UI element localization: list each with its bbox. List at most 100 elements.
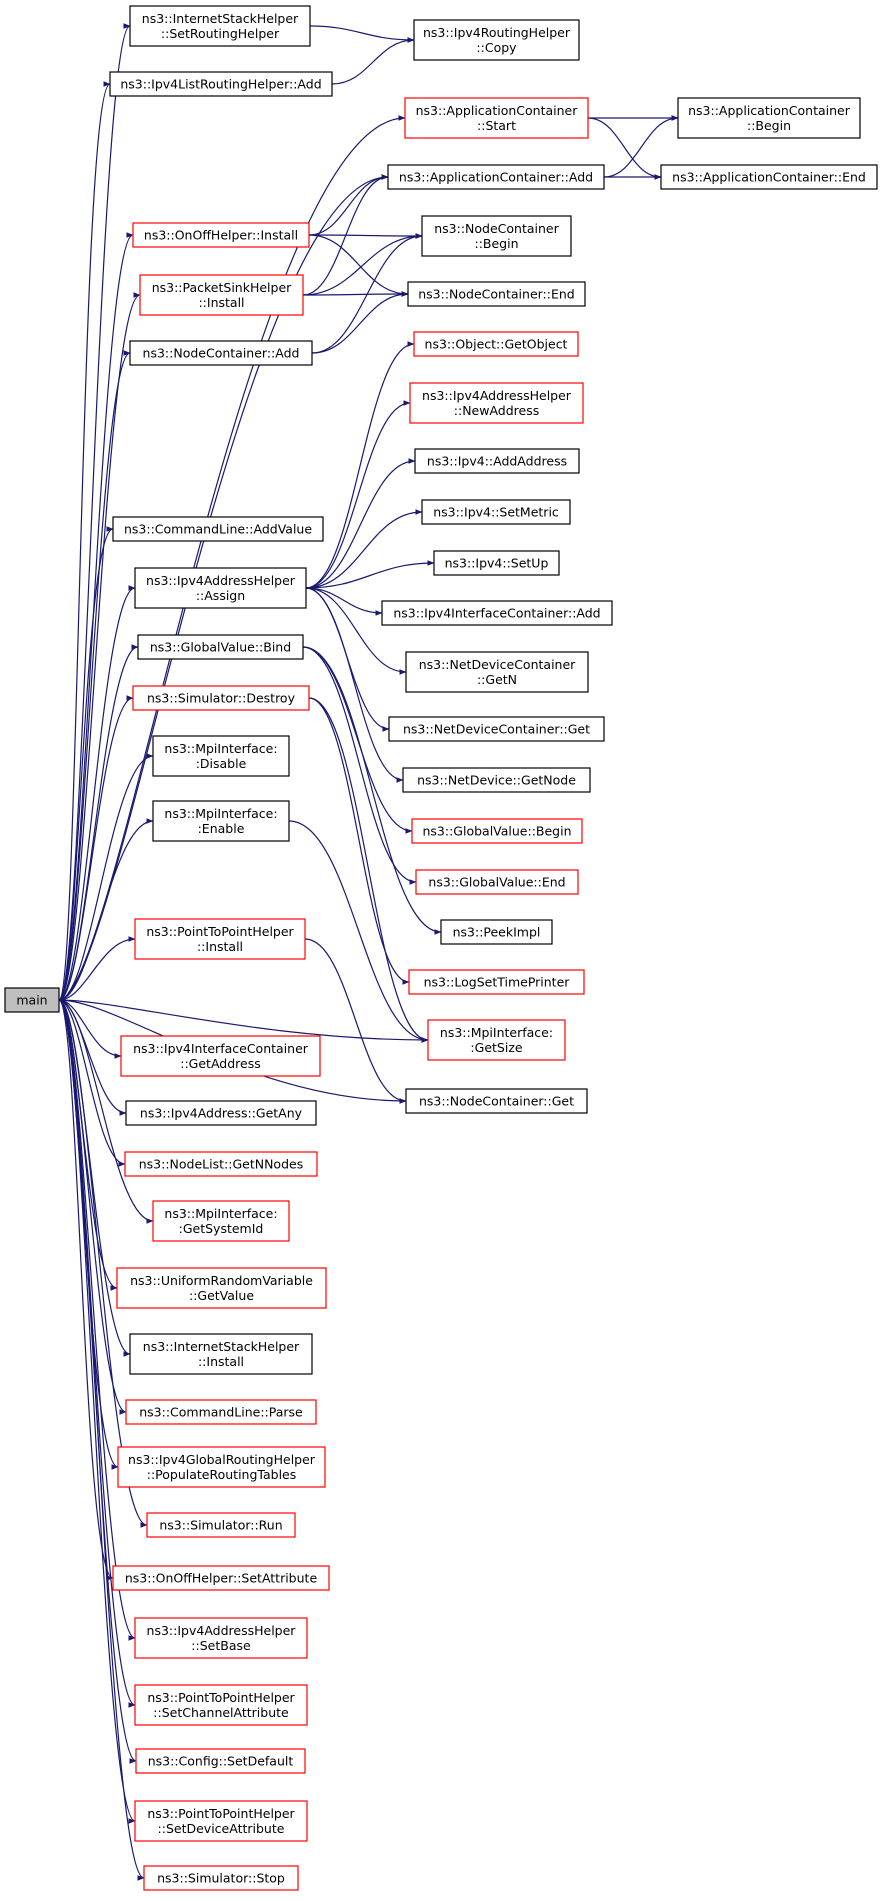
call-edge-ish_setrouting-to-ipv4rh_copy xyxy=(309,25,415,43)
node-label: ns3::Ipv4::SetUp xyxy=(445,556,549,571)
node-box xyxy=(414,448,580,474)
function-node-nl_getnnodes[interactable]: ns3::NodeList::GetNNodes xyxy=(124,1151,318,1177)
function-node-cl_addvalue[interactable]: ns3::CommandLine::AddValue xyxy=(112,516,324,542)
node-box xyxy=(137,634,304,660)
node-box xyxy=(116,1267,327,1309)
call-edge-main-to-mpi_getsize xyxy=(58,999,429,1043)
function-node-ipv4ah_newaddr[interactable]: ns3::Ipv4AddressHelper::NewAddress xyxy=(409,382,584,424)
node-box xyxy=(139,274,304,316)
node-label: ns3::InternetStackHelper xyxy=(142,11,299,26)
function-node-onoff_install[interactable]: ns3::OnOffHelper::Install xyxy=(132,222,310,248)
function-node-mpi_enable[interactable]: ns3::MpiInterface::Enable xyxy=(152,800,290,842)
function-node-nc_add[interactable]: ns3::NodeContainer::Add xyxy=(129,340,313,366)
function-node-ac_start[interactable]: ns3::ApplicationContainer::Start xyxy=(404,97,589,139)
node-label: main xyxy=(16,993,47,1008)
function-node-nc_begin[interactable]: ns3::NodeContainer::Begin xyxy=(421,215,572,257)
function-node-mpi_getsize[interactable]: ns3::MpiInterface::GetSize xyxy=(427,1019,566,1061)
function-node-ac_end[interactable]: ns3::ApplicationContainer::End xyxy=(660,164,878,190)
function-node-nc_get[interactable]: ns3::NodeContainer::Get xyxy=(405,1088,588,1114)
function-node-sim_run[interactable]: ns3::Simulator::Run xyxy=(146,1512,296,1538)
node-box xyxy=(125,1100,317,1126)
node-box xyxy=(421,215,572,257)
call-edge-main-to-sim_destroy xyxy=(58,695,134,1001)
function-node-onoff_setattr[interactable]: ns3::OnOffHelper::SetAttribute xyxy=(112,1565,330,1591)
function-node-ipv4ah_setbase[interactable]: ns3::Ipv4AddressHelper::SetBase xyxy=(134,1617,308,1659)
node-box xyxy=(134,567,307,609)
function-node-sim_destroy[interactable]: ns3::Simulator::Destroy xyxy=(132,685,310,711)
function-node-peekimpl[interactable]: ns3::PeekImpl xyxy=(440,919,553,945)
function-node-ndc_get[interactable]: ns3::NetDeviceContainer::Get xyxy=(388,716,605,742)
function-node-ipv4rh_copy[interactable]: ns3::Ipv4RoutingHelper::Copy xyxy=(413,19,580,61)
node-label: ns3::Ipv4AddressHelper xyxy=(422,388,572,403)
function-node-ipv4_setup[interactable]: ns3::Ipv4::SetUp xyxy=(433,550,560,576)
node-label: ns3::GlobalValue::End xyxy=(428,875,565,890)
function-node-ipv4lrh_add[interactable]: ns3::Ipv4ListRoutingHelper::Add xyxy=(109,71,333,97)
function-node-ac_begin[interactable]: ns3::ApplicationContainer::Begin xyxy=(677,97,861,139)
function-node-p2p_install[interactable]: ns3::PointToPointHelper::Install xyxy=(134,918,306,960)
function-node-nd_getnode[interactable]: ns3::NetDevice::GetNode xyxy=(402,767,591,793)
function-node-gv_bind[interactable]: ns3::GlobalValue::Bind xyxy=(137,634,304,660)
node-label: ::Copy xyxy=(476,40,517,55)
call-edge-main-to-ac_start xyxy=(58,115,406,1001)
function-node-ipv4addr_getany[interactable]: ns3::Ipv4Address::GetAny xyxy=(125,1100,317,1126)
function-node-ish_install[interactable]: ns3::InternetStackHelper::Install xyxy=(129,1333,313,1375)
call-edge-main-to-ipv4ah_assign xyxy=(58,585,136,1001)
node-label: ::Begin xyxy=(747,118,791,133)
node-box xyxy=(134,1684,308,1726)
function-node-nc_end[interactable]: ns3::NodeContainer::End xyxy=(407,281,586,307)
call-edge-ipv4ah_assign-to-ipv4ah_newaddr xyxy=(305,400,411,589)
function-node-ipv4ic_getaddr[interactable]: ns3::Ipv4InterfaceContainer::GetAddress xyxy=(120,1035,321,1077)
node-box xyxy=(421,499,571,525)
node-label: ns3::GlobalValue::Bind xyxy=(150,640,291,655)
function-node-ish_setrouting[interactable]: ns3::InternetStackHelper::SetRoutingHelp… xyxy=(129,5,311,47)
function-node-main[interactable]: main xyxy=(4,987,60,1013)
function-node-ipv4grh_populate[interactable]: ns3::Ipv4GlobalRoutingHelper::PopulateRo… xyxy=(117,1446,326,1488)
node-label: ns3::NetDeviceContainer xyxy=(419,657,576,672)
function-node-ipv4_addaddr[interactable]: ns3::Ipv4::AddAddress xyxy=(414,448,580,474)
node-label: ::Assign xyxy=(196,588,245,603)
call-edge-onoff_install-to-nc_end xyxy=(308,234,409,297)
node-box xyxy=(134,1800,308,1842)
node-box xyxy=(135,1748,306,1774)
function-node-ndc_getn[interactable]: ns3::NetDeviceContainer::GetN xyxy=(405,651,589,693)
function-node-cl_parse[interactable]: ns3::CommandLine::Parse xyxy=(125,1399,317,1425)
node-box xyxy=(129,340,313,366)
node-box xyxy=(146,1512,296,1538)
function-node-sim_stop[interactable]: ns3::Simulator::Stop xyxy=(143,1865,299,1891)
function-node-ipv4_setmetric[interactable]: ns3::Ipv4::SetMetric xyxy=(421,499,571,525)
function-node-cfg_setdefault[interactable]: ns3::Config::SetDefault xyxy=(135,1748,306,1774)
function-node-urv_getvalue[interactable]: ns3::UniformRandomVariable::GetValue xyxy=(116,1267,327,1309)
function-node-ipv4ah_assign[interactable]: ns3::Ipv4AddressHelper::Assign xyxy=(134,567,307,609)
function-node-ipv4ic_add[interactable]: ns3::Ipv4InterfaceContainer::Add xyxy=(381,600,613,626)
node-box xyxy=(152,735,290,777)
function-node-logsettime[interactable]: ns3::LogSetTimePrinter xyxy=(408,969,585,995)
function-node-mpi_getsysid[interactable]: ns3::MpiInterface::GetSystemId xyxy=(152,1200,290,1242)
node-label: ns3::Ipv4AddressHelper xyxy=(146,573,296,588)
call-edge-main-to-cl_parse xyxy=(58,999,127,1415)
call-edge-ac_add-to-ac_begin xyxy=(603,115,679,178)
node-label: ns3::OnOffHelper::SetAttribute xyxy=(125,1571,318,1586)
function-node-mpi_disable[interactable]: ns3::MpiInterface::Disable xyxy=(152,735,290,777)
node-label: ns3::ApplicationContainer xyxy=(688,103,851,118)
call-edge-main-to-ipv4ah_setbase xyxy=(58,999,136,1641)
node-box xyxy=(387,164,605,190)
node-label: ns3::Ipv4InterfaceContainer xyxy=(133,1041,309,1056)
node-label: ns3::InternetStackHelper xyxy=(143,1339,300,1354)
function-node-psh_install[interactable]: ns3::PacketSinkHelper::Install xyxy=(139,274,304,316)
node-box xyxy=(408,969,585,995)
function-node-gv_begin[interactable]: ns3::GlobalValue::Begin xyxy=(411,818,583,844)
function-node-ac_add[interactable]: ns3::ApplicationContainer::Add xyxy=(387,164,605,190)
call-edge-onoff_install-to-ac_add xyxy=(308,174,389,236)
node-box xyxy=(152,800,290,842)
node-label: ns3::ApplicationContainer::End xyxy=(672,170,866,185)
function-node-gv_end[interactable]: ns3::GlobalValue::End xyxy=(415,869,579,895)
function-node-obj_getobject[interactable]: ns3::Object::GetObject xyxy=(413,331,579,357)
node-label: :GetSize xyxy=(470,1040,522,1055)
node-label: ns3::CommandLine::Parse xyxy=(139,1405,303,1420)
node-label: ::NewAddress xyxy=(454,403,539,418)
function-node-p2p_setdevice[interactable]: ns3::PointToPointHelper::SetDeviceAttrib… xyxy=(134,1800,308,1842)
call-edge-nc_add-to-nc_begin xyxy=(311,233,423,354)
call-edge-onoff_install-to-nc_begin xyxy=(308,233,423,239)
node-box xyxy=(4,987,60,1013)
function-node-p2p_setchannel[interactable]: ns3::PointToPointHelper::SetChannelAttri… xyxy=(134,1684,308,1726)
